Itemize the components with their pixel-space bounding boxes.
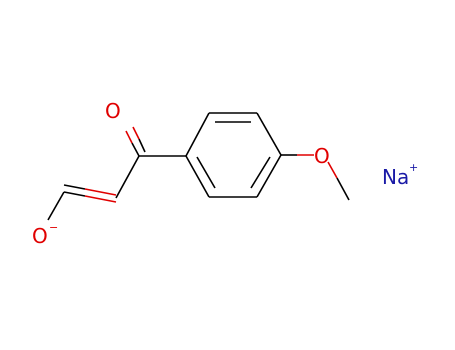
enolate-charge-label: − — [49, 221, 58, 234]
enolate-oxygen-label: O — [32, 224, 48, 248]
bond-ether-o-methyl — [327, 161, 350, 201]
bond-ch-carbonyl — [115, 155, 140, 199]
sodium-charge-label: + — [409, 161, 418, 174]
benzene-ring — [185, 112, 282, 198]
bond-ch-ch-double — [63, 184, 117, 203]
sodium-label: Na — [382, 165, 409, 189]
bond-o-ch — [47, 191, 65, 221]
carbonyl-oxygen-label: O — [105, 99, 121, 123]
bond-carbonyl-double — [125, 126, 146, 157]
ether-oxygen-label: O — [314, 144, 330, 168]
